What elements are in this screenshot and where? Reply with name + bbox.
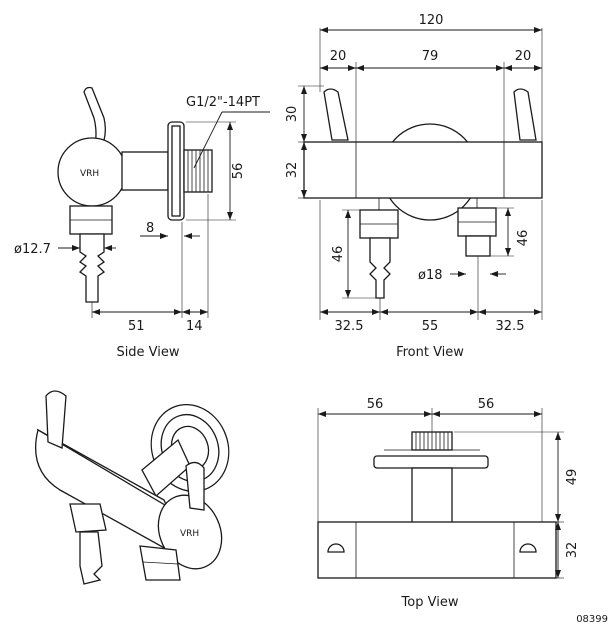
side-dim-56: 56 — [231, 163, 246, 180]
side-brand-logo: VRH — [80, 169, 99, 179]
side-pipe — [121, 151, 169, 191]
side-flange-inner — [171, 125, 181, 217]
side-dim-8: 8 — [146, 221, 154, 236]
front-dim-79: 79 — [422, 49, 439, 64]
front-dim-32: 32 — [285, 162, 300, 179]
front-lever-left — [323, 88, 349, 141]
side-view: VRH G1/2"-14PT 56 8 — [14, 86, 270, 360]
side-thread-label: G1/2"-14PT — [186, 95, 260, 110]
front-dim-20-right: 20 — [515, 49, 532, 64]
top-flange — [373, 455, 489, 469]
front-spout-right — [465, 235, 491, 257]
side-thread — [183, 149, 213, 193]
top-dim-56-right: 56 — [478, 397, 495, 412]
drawing-number: 08399 — [576, 614, 608, 625]
top-lever-left — [327, 543, 345, 553]
front-dim-20-left: 20 — [330, 49, 347, 64]
front-dim-30: 30 — [285, 106, 300, 123]
top-dim-49: 49 — [565, 469, 580, 486]
front-body — [303, 141, 543, 199]
front-lever-right — [513, 88, 537, 141]
top-lever-right — [519, 543, 537, 553]
top-view: 56 56 49 32 Top View — [317, 397, 580, 610]
top-body — [317, 521, 557, 579]
top-view-caption: Top View — [401, 595, 459, 610]
iso-lever-right — [185, 461, 205, 511]
side-dim-14: 14 — [186, 319, 203, 334]
front-barb-left — [369, 237, 391, 299]
front-view: 120 20 79 20 30 32 46 — [285, 13, 543, 360]
front-view-caption: Front View — [396, 345, 464, 360]
side-dim-51: 51 — [128, 319, 145, 334]
top-dim-56-left: 56 — [367, 397, 384, 412]
front-dim-120: 120 — [419, 13, 444, 28]
iso-lever-left — [45, 390, 67, 449]
iso-barb-left — [79, 531, 103, 585]
iso-nut-left — [69, 503, 107, 533]
iso-view: VRH — [34, 390, 230, 585]
front-dim-dia: ø18 — [418, 268, 443, 283]
front-dim-32-5-right: 32.5 — [496, 319, 525, 334]
iso-brand-logo: VRH — [180, 529, 199, 539]
side-hose-barb — [78, 233, 106, 303]
side-view-caption: Side View — [116, 345, 179, 360]
top-pipe — [411, 467, 453, 525]
front-dim-46-right: 46 — [516, 230, 531, 247]
front-dim-46-left: 46 — [331, 246, 346, 263]
front-dim-55: 55 — [422, 319, 439, 334]
top-dim-32: 32 — [565, 542, 580, 559]
front-dim-32-5-left: 32.5 — [335, 319, 364, 334]
side-dim-dia: ø12.7 — [14, 242, 51, 257]
side-lever — [83, 86, 106, 151]
